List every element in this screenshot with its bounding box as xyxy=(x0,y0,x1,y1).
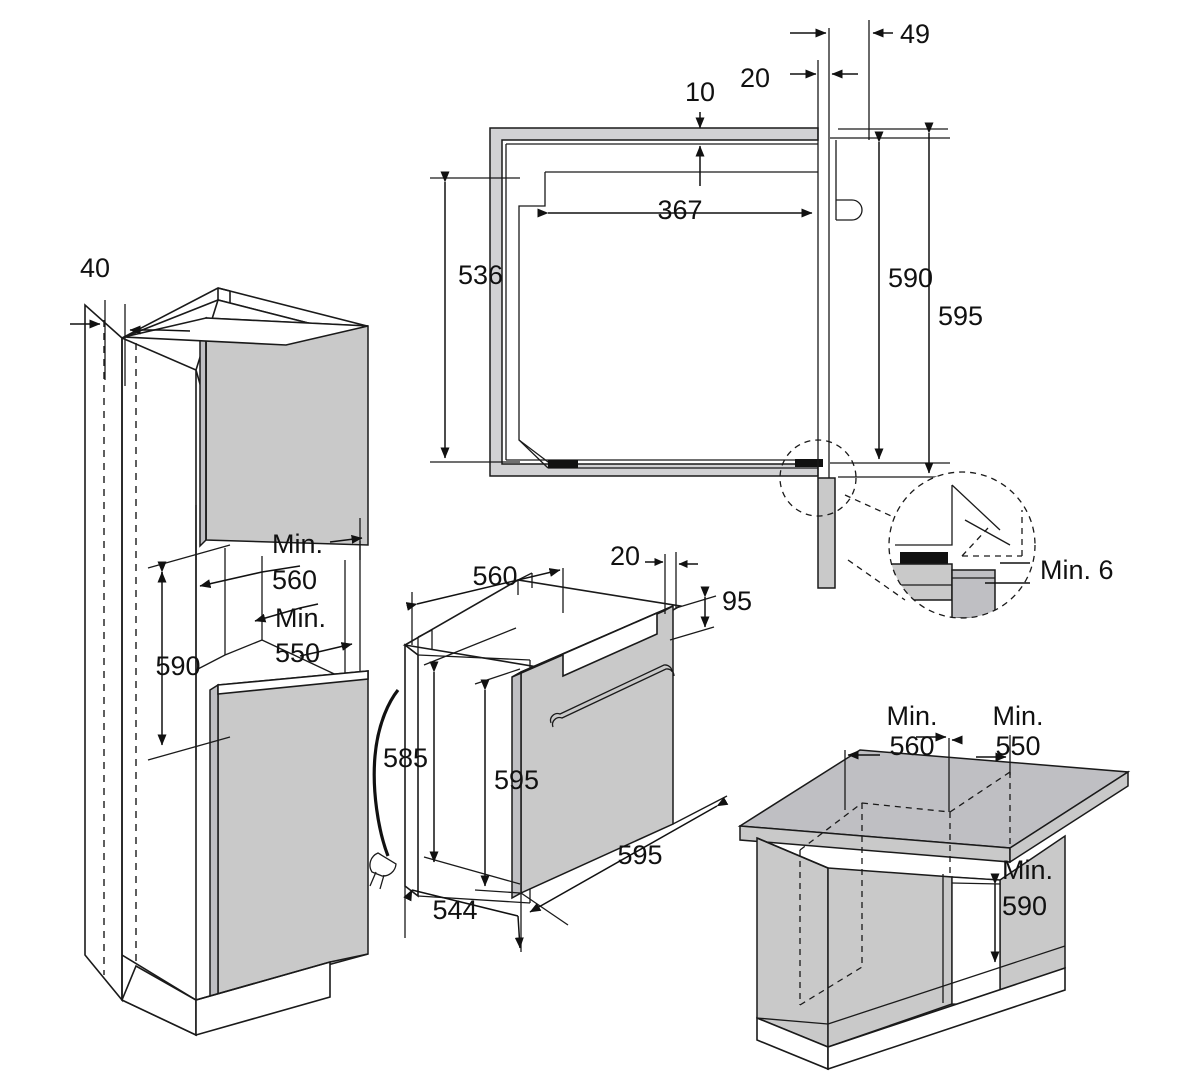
dim-min590-base-group: Min. 590 xyxy=(951,855,1053,963)
dim-367-group: 367 xyxy=(537,195,813,225)
cabinet-top-notch-3 xyxy=(217,287,231,292)
dim-20-oven-group: 20 xyxy=(610,541,698,614)
dim-label-base-min-590-value: 590 xyxy=(1002,891,1047,921)
niche-inner-floor xyxy=(261,639,346,680)
dim-label-585: 585 xyxy=(383,743,428,773)
base-hidden-5 xyxy=(861,802,951,813)
dim-label-base-min-550-word: Min. xyxy=(992,701,1043,731)
door-seal-left xyxy=(548,460,578,468)
dim-label-20-oven: 20 xyxy=(610,541,640,571)
oven-door-handle xyxy=(549,664,673,724)
dim-label-560-oven: 560 xyxy=(472,561,517,591)
dim-min560-base-group: Min. 560 xyxy=(844,701,950,812)
base-plinth-recess xyxy=(827,945,1066,1025)
dim-label-min-6: Min. 6 xyxy=(1040,555,1114,585)
dim-560-oven-group: 560 xyxy=(405,561,564,645)
dim-95-group: 95 xyxy=(669,586,752,641)
base-plinth-front xyxy=(827,966,1066,1071)
view-tall-cabinet: 40 Min. 560 Min. 550 590 xyxy=(70,253,369,1037)
dim-label-20-section: 20 xyxy=(740,63,770,93)
dim-label-95: 95 xyxy=(722,586,752,616)
plinth-right-top xyxy=(329,953,369,963)
base-niche-opening xyxy=(951,876,1001,1007)
oven-control-panel-slot xyxy=(562,611,658,678)
dim-label-536: 536 xyxy=(458,260,503,290)
door-seal-right xyxy=(795,459,823,467)
dim-label-base-min-560-value: 560 xyxy=(889,731,934,761)
dim-20-section-group: 20 xyxy=(740,28,858,128)
door-handle xyxy=(836,199,863,221)
base-hidden-2 xyxy=(799,802,863,851)
dim-label-base-min-550-value: 550 xyxy=(995,731,1040,761)
dim-590-tall-group: 590 xyxy=(147,544,231,761)
dim-min560-group: Min. 560 xyxy=(195,505,363,595)
callout-leader-2 xyxy=(847,559,906,601)
dim-label-base-min-590-word: Min. xyxy=(1002,855,1053,885)
dim-label-595-width: 595 xyxy=(617,840,662,870)
niche-inner-floor-2 xyxy=(224,639,263,656)
detail-zoom-circle xyxy=(779,439,857,517)
lower-door-face xyxy=(217,670,369,996)
view-cross-section: 10 20 49 367 536 xyxy=(430,19,983,589)
view-detail-callout: Min. 6 xyxy=(844,471,1114,619)
power-cord xyxy=(372,689,400,857)
detail-circle-border xyxy=(888,471,1036,619)
view-oven-unit: 560 20 95 585 595 xyxy=(369,541,752,952)
cabinet-bottom-edge xyxy=(121,954,197,1001)
dim-544-group: 544 xyxy=(403,886,524,952)
lower-door-edge xyxy=(209,683,219,1001)
dim-label-595-section: 595 xyxy=(938,301,983,331)
dim-label-40: 40 xyxy=(80,253,110,283)
dim-label-49: 49 xyxy=(900,19,930,49)
upper-door-edge xyxy=(199,316,207,548)
dim-label-590-tall: 590 xyxy=(155,651,200,681)
dim-label-367: 367 xyxy=(657,195,702,225)
lower-door-top-face xyxy=(217,670,369,695)
dim-min550-group: Min. 550 xyxy=(254,603,353,668)
dim-label-10: 10 xyxy=(685,77,715,107)
dim-label-544: 544 xyxy=(432,895,477,925)
worktop-right-edge xyxy=(1009,770,1129,864)
dim-min550-base-group: Min. 550 xyxy=(951,701,1044,775)
niche-inner-floor-3 xyxy=(195,654,226,671)
dim-585-group: 585 xyxy=(383,627,521,885)
dim-595-width-group: 595 xyxy=(520,795,729,926)
dim-40-group: 40 xyxy=(70,253,191,386)
dim-label-base-min-560-word: Min. xyxy=(886,701,937,731)
dim-595-section-group: 595 xyxy=(838,122,983,478)
dim-595-oven-group: 595 xyxy=(474,668,539,894)
base-left-panel xyxy=(756,836,829,1049)
power-plug-body xyxy=(369,852,397,877)
plinth-top-edge xyxy=(195,961,331,1001)
dim-label-min-560-value: 560 xyxy=(272,565,317,595)
dim-label-min-550-word: Min. xyxy=(275,603,326,633)
dim-536-group: 536 xyxy=(430,171,520,463)
base-hidden-7 xyxy=(949,771,1011,813)
dim-49-group: 49 xyxy=(790,19,930,140)
upper-door-face xyxy=(205,317,369,546)
dim-label-min-560-word: Min. xyxy=(272,529,323,559)
base-hidden-4 xyxy=(799,966,863,1006)
upper-door-top-face xyxy=(123,317,369,346)
dim-label-min-550-value: 550 xyxy=(275,638,320,668)
dim-label-590-section: 590 xyxy=(888,263,933,293)
view-base-cabinet: Min. 560 Min. 550 Min. 590 xyxy=(737,701,1131,1071)
dim-label-595-oven: 595 xyxy=(494,765,539,795)
dim-10-group: 10 xyxy=(685,77,715,186)
open-door-leaf xyxy=(817,477,836,589)
